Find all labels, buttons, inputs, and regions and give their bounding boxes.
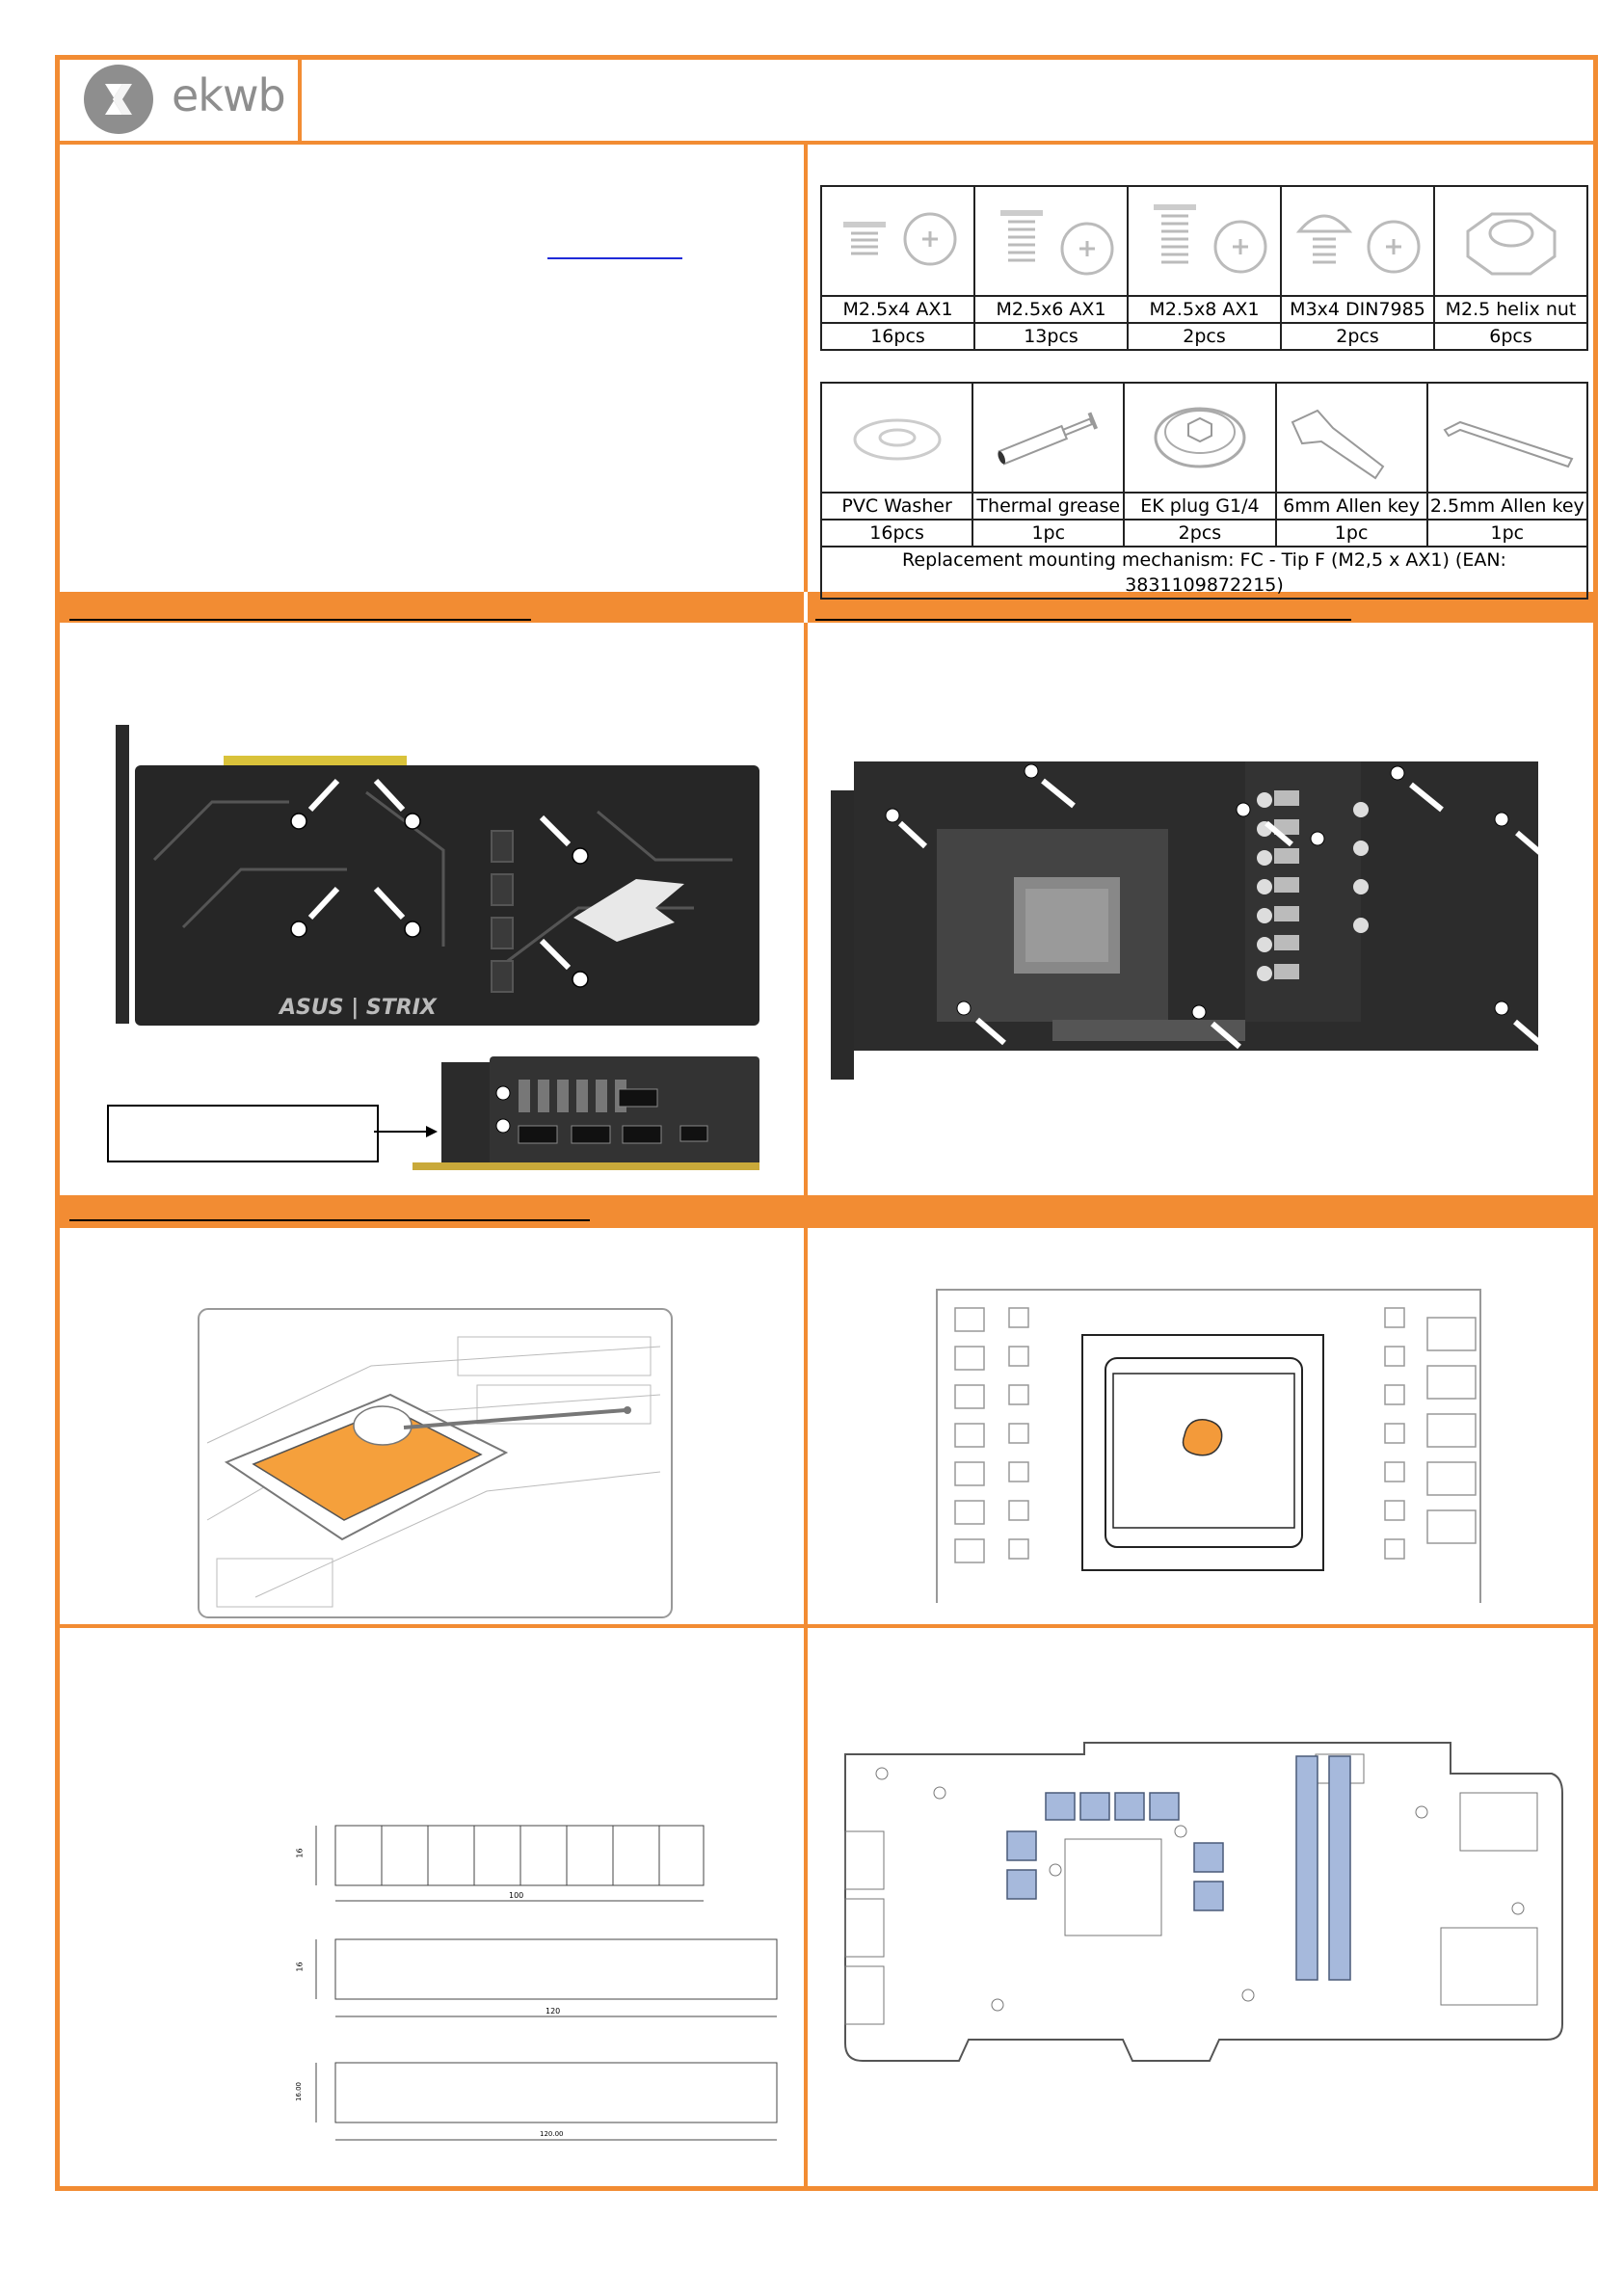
part-name: M2.5 helix nut [1433, 295, 1588, 324]
pad1-length: 100 [509, 1891, 524, 1900]
screw-icon [973, 185, 1129, 297]
plug-icon [1123, 382, 1277, 494]
header-rule [55, 141, 1598, 145]
link-underline[interactable] [547, 257, 682, 259]
screw-icon [820, 185, 975, 297]
part-name: M2.5x4 AX1 [820, 295, 975, 324]
part-qty: 6pcs [1433, 322, 1588, 351]
replacement-note: Replacement mounting mechanism: FC - Tip… [820, 546, 1588, 600]
allen-key-icon [1425, 382, 1589, 494]
band-gap-1 [804, 592, 808, 623]
part-qty: 1pc [1274, 519, 1428, 547]
part-qty: 2pcs [1280, 322, 1435, 351]
washer-icon [819, 382, 974, 494]
part-name: M3x4 DIN7985 [1280, 295, 1435, 324]
part-qty: 1pc [972, 519, 1126, 547]
part-qty: 1pc [1425, 519, 1589, 547]
pad2-height: 16 [295, 1962, 305, 1972]
heading-underline [69, 619, 531, 621]
part-name: 6mm Allen key [1274, 492, 1428, 521]
heading-underline [815, 619, 1351, 621]
allen-key-icon [1274, 382, 1428, 494]
io-bracket-photo [374, 1051, 779, 1174]
part-qty: 2pcs [1127, 322, 1282, 351]
thermal-pad-drawings [289, 1814, 790, 2161]
section-band-2 [55, 1195, 1598, 1228]
gpu-pcb-photo [821, 733, 1554, 1099]
part-name: M2.5x8 AX1 [1127, 295, 1282, 324]
pcb-pad-layout-drawing [843, 1735, 1566, 2072]
part-name: PVC Washer [819, 492, 974, 521]
syringe-icon [972, 382, 1126, 494]
gpu-die-drawing [936, 1289, 1481, 1603]
thermal-grease-illustration [198, 1308, 673, 1618]
pad2-length: 120 [546, 2007, 561, 2016]
part-qty: 13pcs [973, 322, 1129, 351]
center-divider [804, 141, 808, 2191]
part-name: Thermal grease [972, 492, 1126, 521]
row-rule [55, 1624, 1598, 1628]
page-frame [55, 55, 1598, 2191]
io-bracket-label-box [107, 1105, 379, 1162]
svg-text:ASUS | STRIX: ASUS | STRIX [278, 996, 438, 1020]
part-name: 2.5mm Allen key [1425, 492, 1589, 521]
pan-screw-icon [1280, 185, 1435, 297]
hex-nut-icon [1433, 185, 1588, 297]
heading-underline [69, 1219, 590, 1221]
gpu-backplate-photo: ASUS | STRIX [96, 715, 771, 1033]
ekwb-logo [84, 65, 153, 134]
part-qty: 16pcs [819, 519, 974, 547]
part-qty: 2pcs [1123, 519, 1277, 547]
part-name: EK plug G1/4 [1123, 492, 1277, 521]
pad1-height: 16 [295, 1848, 305, 1858]
pad3-height: 16.00 [295, 2081, 304, 2102]
part-qty: 16pcs [820, 322, 975, 351]
parts-table-1: M2.5x4 AX1 M2.5x6 AX1 M2.5x8 AX1 M3x4 DI… [820, 185, 1588, 351]
part-name: M2.5x6 AX1 [973, 295, 1129, 324]
pad3-length: 120.00 [540, 2130, 564, 2138]
header-divider [298, 55, 302, 144]
parts-table-2: PVC Washer Thermal grease EK plug G1/4 6… [819, 382, 1589, 600]
screw-icon [1127, 185, 1282, 297]
brand-name: ekwb [172, 69, 286, 121]
